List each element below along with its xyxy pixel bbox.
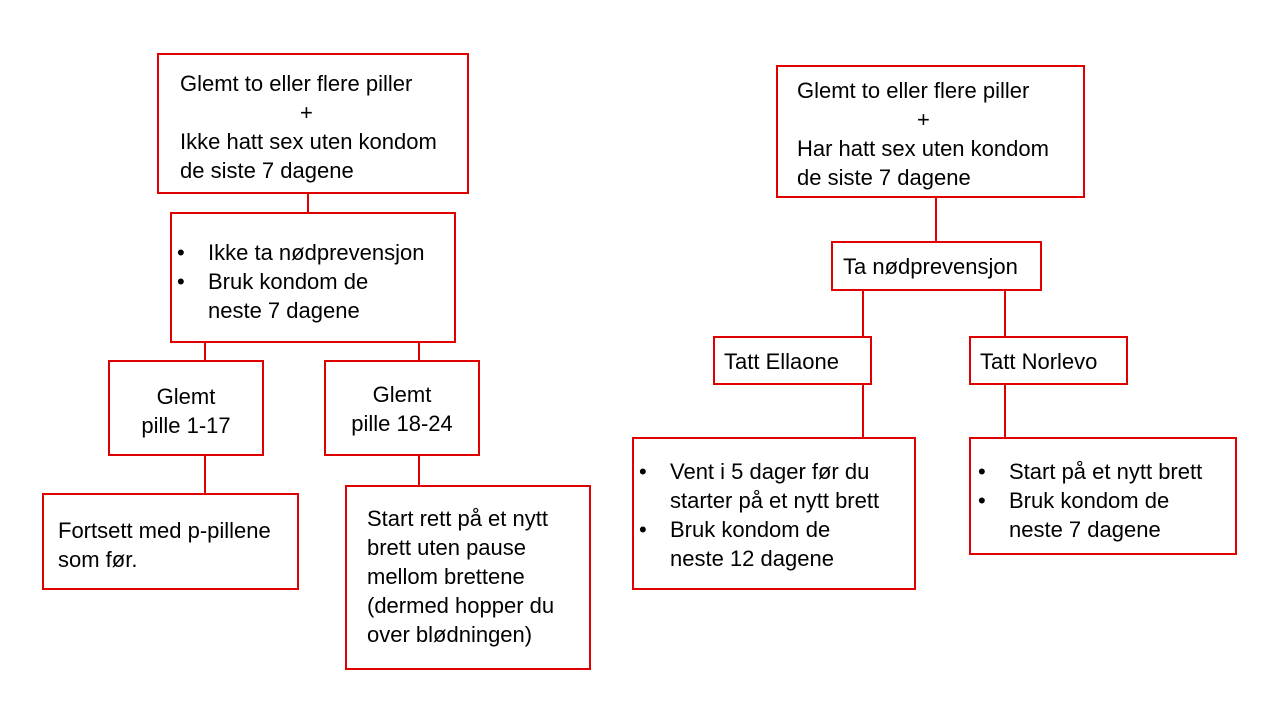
right-result-b-box: Start på et nytt brett Bruk kondom de ne… xyxy=(969,437,1237,555)
left-branch-a-line-1: Glemt xyxy=(156,384,216,409)
right-branch-a-box: Tatt Ellaone xyxy=(713,336,872,385)
left-root-plus: + xyxy=(300,100,313,125)
left-root-line-4: de siste 7 dagene xyxy=(180,158,354,183)
left-result-b-line-1: Start rett på et nytt xyxy=(367,506,548,531)
right-result-a-item: Vent i 5 dager før du starter på et nytt… xyxy=(634,457,906,515)
right-root-plus: + xyxy=(917,107,930,132)
right-branch-a-label: Tatt Ellaone xyxy=(724,349,839,374)
right-branch-b-label: Tatt Norlevo xyxy=(980,349,1098,374)
left-root-box: Glemt to eller flere piller + Ikke hatt … xyxy=(157,53,469,194)
left-result-b-line-4: (dermed hopper du xyxy=(367,593,555,618)
left-advice-item: Bruk kondom de neste 7 dagene xyxy=(172,267,446,325)
left-branch-a-box: Glemt pille 1-17 xyxy=(108,360,264,456)
left-result-a-line-1: Fortsett med p-pillene xyxy=(58,518,271,543)
right-action-label: Ta nødprevensjon xyxy=(843,254,1018,279)
left-root-line-3: Ikke hatt sex uten kondom xyxy=(180,129,437,154)
left-result-b-line-5: over blødningen) xyxy=(367,622,533,647)
right-root-line-3: Har hatt sex uten kondom xyxy=(797,136,1049,161)
left-branch-b-line-2: pille 18-24 xyxy=(351,411,453,436)
right-result-a-list: Vent i 5 dager før du starter på et nytt… xyxy=(634,457,906,573)
left-advice-box: Ikke ta nødprevensjon Bruk kondom de nes… xyxy=(170,212,456,343)
right-result-b-item: Bruk kondom de neste 7 dagene xyxy=(973,486,1227,544)
right-root-box: Glemt to eller flere piller + Har hatt s… xyxy=(776,65,1085,198)
right-result-a-item: Bruk kondom de neste 12 dagene xyxy=(634,515,906,573)
right-branch-b-box: Tatt Norlevo xyxy=(969,336,1128,385)
right-root-line-1: Glemt to eller flere piller xyxy=(797,78,1030,103)
left-result-b-line-2: brett uten pause xyxy=(367,535,527,560)
left-result-a-box: Fortsett med p-pillene som før. xyxy=(42,493,299,590)
left-result-b-box: Start rett på et nytt brett uten pause m… xyxy=(345,485,591,670)
right-result-a-box: Vent i 5 dager før du starter på et nytt… xyxy=(632,437,916,590)
left-branch-b-line-1: Glemt xyxy=(372,382,432,407)
right-result-b-list: Start på et nytt brett Bruk kondom de ne… xyxy=(973,457,1227,544)
left-result-b-line-3: mellom brettene xyxy=(367,564,525,589)
left-advice-list: Ikke ta nødprevensjon Bruk kondom de nes… xyxy=(172,238,446,325)
left-result-a-line-2: som før. xyxy=(58,547,138,572)
left-advice-item: Ikke ta nødprevensjon xyxy=(172,238,446,267)
right-action-box: Ta nødprevensjon xyxy=(831,241,1042,291)
left-branch-b-box: Glemt pille 18-24 xyxy=(324,360,480,456)
right-root-line-4: de siste 7 dagene xyxy=(797,165,971,190)
left-root-line-1: Glemt to eller flere piller xyxy=(180,71,413,96)
left-branch-a-line-2: pille 1-17 xyxy=(141,413,231,438)
right-result-b-item: Start på et nytt brett xyxy=(973,457,1227,486)
